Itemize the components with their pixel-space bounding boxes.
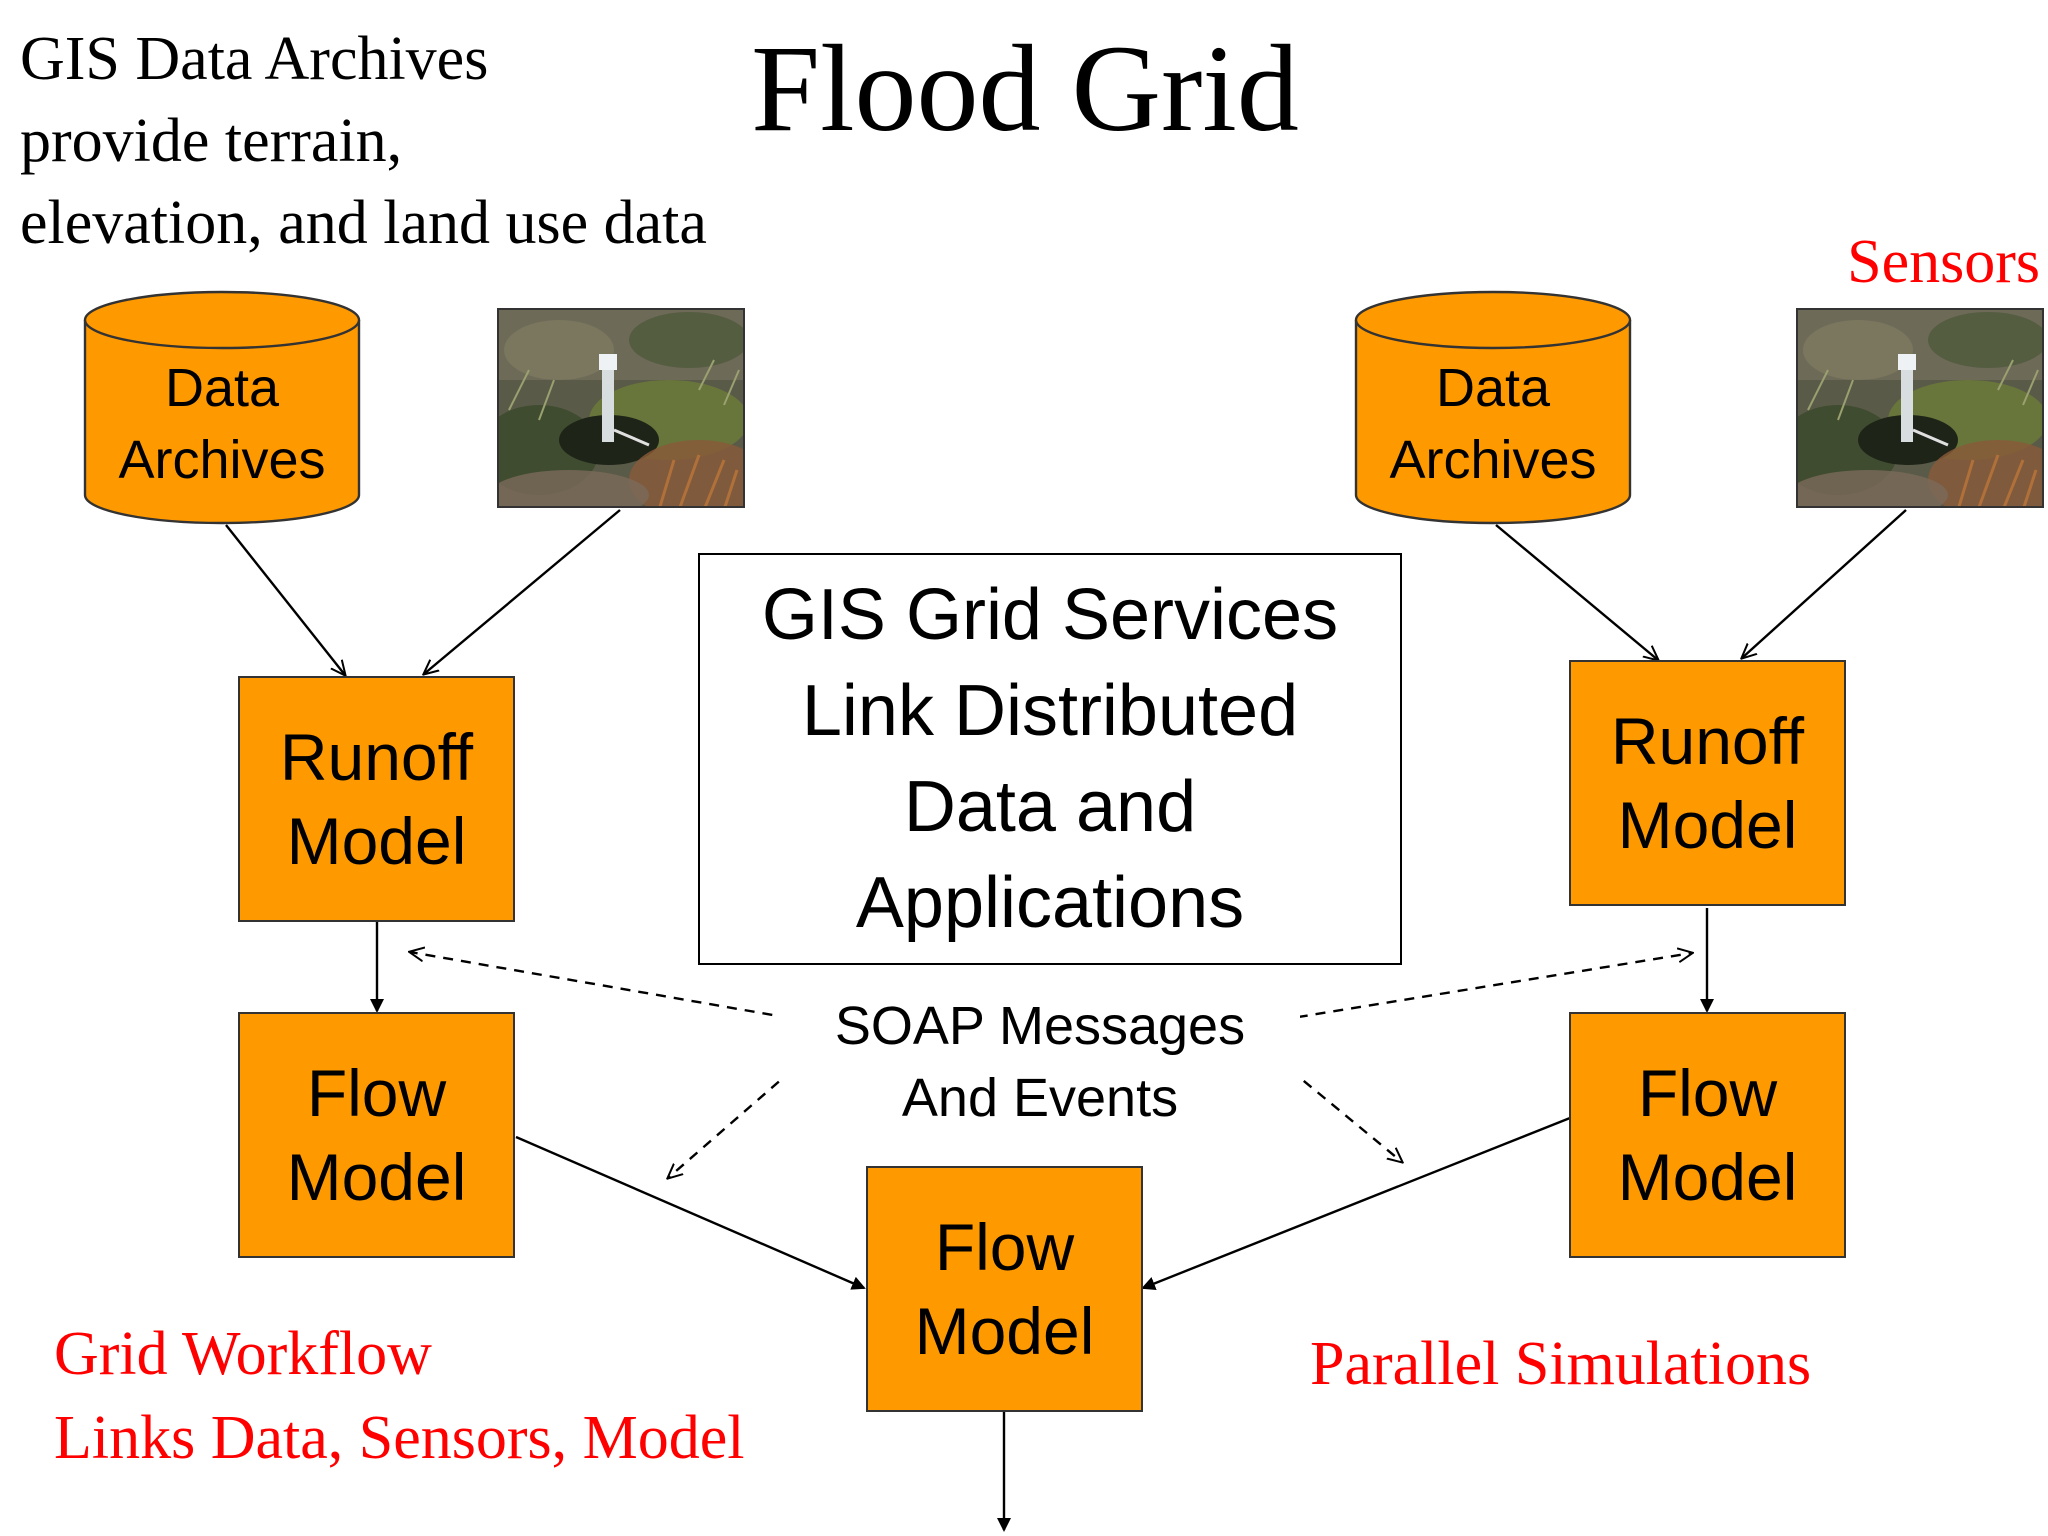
flow-model-left-line-2: Model — [286, 1140, 467, 1214]
data-archive-left-line-1: Data — [164, 358, 280, 418]
grid-workflow-line-2: Links Data, Sensors, Model — [54, 1404, 745, 1472]
arrow-right-archive-to-runoff — [1495, 524, 1658, 660]
arrow-left-sensor-to-runoff — [424, 509, 621, 674]
gis-archives-note-line-1: GIS Data Archives — [20, 25, 489, 93]
dashed-arrow-soap-to-left-lower — [668, 1057, 807, 1178]
gis-grid-services-box: GIS Grid Services Link Distributed Data … — [698, 553, 1402, 965]
data-archive-right-line-2: Archives — [1389, 430, 1597, 490]
arrow-left-flow-to-center — [515, 1135, 866, 1290]
sensor-photo-left-art — [499, 310, 743, 506]
runoff-model-box-left: Runoff Model — [238, 676, 515, 922]
runoff-model-right-line-1: Runoff — [1610, 704, 1805, 778]
gis-archives-note-line-3: elevation, and land use data — [20, 189, 707, 257]
gis-archives-note-line-2: provide terrain, — [20, 107, 403, 175]
data-archive-cylinder-left — [83, 290, 361, 525]
runoff-model-right-line-2: Model — [1617, 788, 1798, 862]
dashed-arrow-soap-to-right-upper — [1279, 953, 1692, 1022]
data-archive-right-line-1: Data — [1435, 358, 1551, 418]
flow-model-box-left: Flow Model — [238, 1012, 515, 1258]
soap-line-2: And Events — [901, 1068, 1179, 1128]
gis-archives-note: GIS Data Archives provide terrain, eleva… — [20, 18, 860, 264]
sensor-photo-left — [497, 308, 745, 508]
data-archive-left-line-2: Archives — [118, 430, 326, 490]
flow-model-right-line-2: Model — [1617, 1140, 1798, 1214]
runoff-model-box-right: Runoff Model — [1569, 660, 1846, 906]
gis-box-line-4: Applications — [855, 863, 1245, 943]
arrow-right-sensor-to-runoff — [1742, 509, 1907, 658]
data-archive-cylinder-right — [1354, 290, 1632, 525]
flow-model-right-line-1: Flow — [1637, 1056, 1778, 1130]
parallel-simulations-caption: Parallel Simulations — [1310, 1330, 1812, 1398]
gis-box-line-3: Data and — [903, 767, 1197, 847]
flow-model-box-right: Flow Model — [1569, 1012, 1846, 1258]
grid-workflow-caption: Grid Workflow Links Data, Sensors, Model — [54, 1312, 954, 1480]
sensors-label: Sensors — [1847, 228, 2040, 296]
gis-box-line-1: GIS Grid Services — [761, 575, 1339, 655]
sensor-photo-right-art — [1798, 310, 2042, 506]
data-archive-label-left: Data Archives — [85, 352, 359, 496]
flow-model-center-line-1: Flow — [934, 1210, 1075, 1284]
runoff-model-left-line-1: Runoff — [279, 720, 474, 794]
data-archive-label-right: Data Archives — [1356, 352, 1630, 496]
flow-model-left-line-1: Flow — [306, 1056, 447, 1130]
flow-model-center-line-2: Model — [914, 1294, 1095, 1368]
gis-box-line-2: Link Distributed — [801, 671, 1299, 751]
sensor-photo-right — [1796, 308, 2044, 508]
soap-line-1: SOAP Messages — [834, 996, 1246, 1056]
runoff-model-left-line-2: Model — [286, 804, 467, 878]
arrow-right-flow-to-center — [1141, 1116, 1571, 1291]
arrow-left-archive-to-runoff — [225, 524, 345, 675]
soap-messages-label: SOAP Messages And Events — [780, 990, 1300, 1134]
flow-model-box-center: Flow Model — [866, 1166, 1143, 1412]
page-title: Flood Grid — [751, 20, 1299, 157]
grid-workflow-line-1: Grid Workflow — [54, 1320, 432, 1388]
